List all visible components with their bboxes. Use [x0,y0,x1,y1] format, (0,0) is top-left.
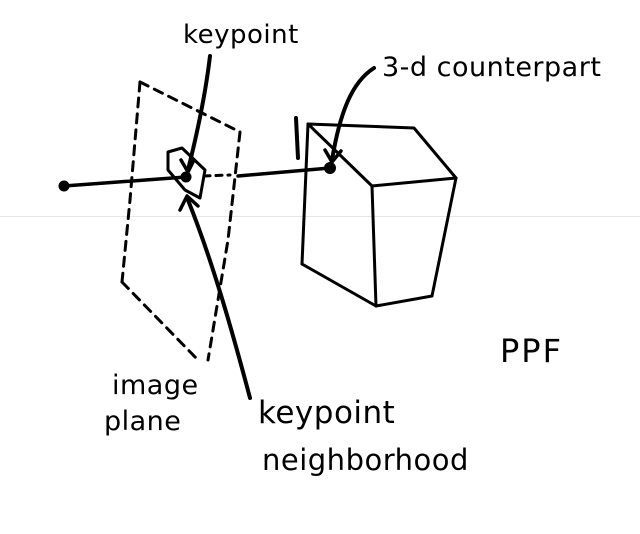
counterpart-label: 3-d counterpart [382,52,602,83]
scan-artifact-line [0,216,640,217]
ppf-label: PPF [500,332,563,370]
neighborhood-leader [178,194,252,400]
counterpart-leader [323,66,376,164]
box-object [294,116,458,308]
projection-ray [62,166,332,188]
image-plane [120,80,242,362]
keypoint-leader [179,54,212,174]
neighborhood-label-line1: keypoint [258,395,396,431]
image-plane-label-line2: plane [104,406,182,437]
neighborhood-patch [166,146,207,200]
counterpart-dot [324,162,336,174]
image-plane-label-line1: image [112,370,199,401]
camera-center-point [58,180,70,192]
keypoint-label: keypoint [183,20,299,50]
neighborhood-label-line2: neighborhood [262,443,469,477]
keypoint-dot [180,171,192,183]
